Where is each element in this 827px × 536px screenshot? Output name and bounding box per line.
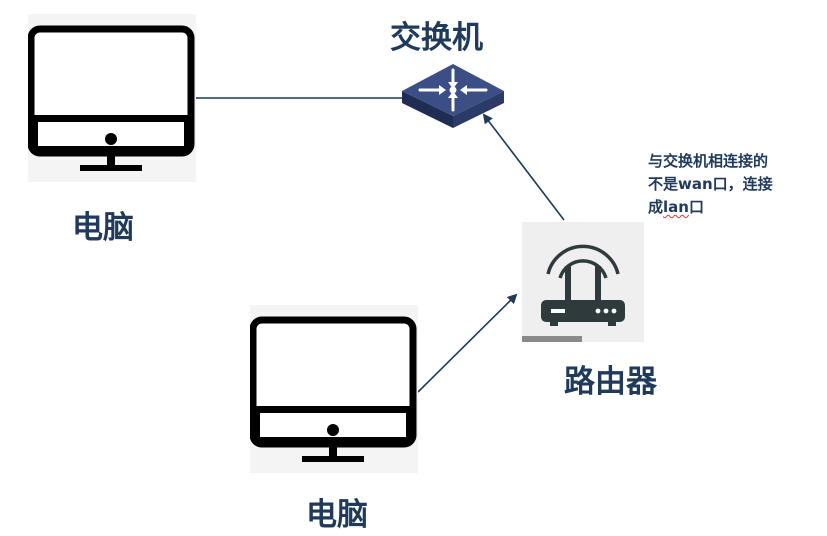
network-switch-icon: [402, 64, 504, 128]
switch-label: 交换机: [390, 20, 483, 56]
note-line-2: 不是wan口，连接: [648, 175, 773, 193]
pc-top-label: 电脑: [72, 210, 134, 246]
note-line-1: 与交换机相连接的: [648, 152, 769, 170]
desktop-monitor-icon: [27, 25, 195, 171]
router-image-watermark: [522, 336, 582, 342]
wifi-router-icon: [541, 244, 625, 326]
pc-bottom-label: 电脑: [306, 497, 368, 533]
pc-bottom: [249, 305, 418, 473]
note-line-3: 成lan口: [648, 196, 823, 219]
desktop-monitor-icon: [249, 316, 417, 462]
note-line-3-suffix: 口: [688, 198, 704, 216]
router: [522, 222, 644, 342]
annotation-note: 与交换机相连接的 不是wan口，连接 成lan口: [648, 150, 823, 219]
link-pc-bottom-to-router-arrow: [417, 293, 518, 393]
router-label: 路由器: [564, 364, 657, 400]
note-line-3-prefix: 成: [648, 198, 664, 216]
note-lan-word: lan: [663, 198, 689, 216]
link-router-to-switch-arrow: [482, 113, 565, 221]
pc-top: [27, 14, 196, 182]
switch: [402, 58, 504, 128]
